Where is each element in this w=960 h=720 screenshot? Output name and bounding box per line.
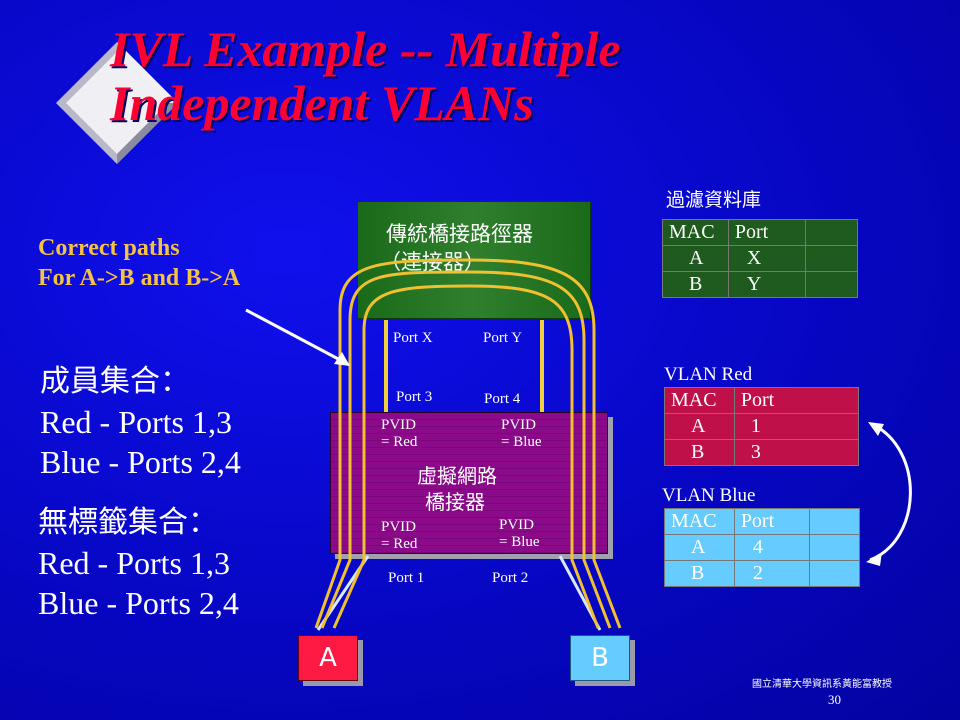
path-inner (332, 284, 600, 629)
title-line-2: Independent VLANs (110, 75, 534, 131)
filter-cell: Y (727, 271, 807, 298)
pvid-bottom-left-value: = Red (381, 536, 418, 552)
link-port-x-3 (384, 320, 388, 412)
table-row: A X (662, 245, 858, 272)
untagged-set-blue: Blue - Ports 2,4 (38, 585, 239, 621)
pvid-bottom-right-value: = Blue (499, 534, 540, 550)
slide-title: IVL Example -- Multiple Independent VLAN… (110, 22, 621, 130)
table-row: MAC Port (664, 387, 860, 414)
pvid-top-left-label: PVID (381, 417, 417, 433)
vlan-blue-header-port: Port (733, 508, 811, 535)
member-set-red: Red - Ports 1,3 (40, 404, 232, 440)
pvid-bottom-left-label: PVID (381, 519, 417, 535)
table-row: A 4 (664, 534, 860, 561)
filter-db-heading: 過濾資料庫 (666, 189, 762, 211)
vlan-red-header-mac: MAC (664, 387, 735, 414)
untagged-set-heading: 無標籤集合： (38, 505, 218, 540)
arrow-up-icon (868, 422, 884, 436)
page-number: 30 (828, 692, 841, 707)
table-row: MAC Port (662, 219, 858, 246)
correct-paths-line1: Correct paths (38, 235, 180, 261)
vlan-blue-heading: VLAN Blue (662, 485, 756, 506)
port-3-label: Port 3 (396, 389, 433, 405)
vlan-blue-table: MAC Port A 4 B 2 (664, 508, 860, 587)
pointer-arrow-icon (334, 352, 350, 366)
vlan-red-cell: 1 (733, 413, 860, 440)
correct-paths-label: Correct paths For A->B and B->A (38, 233, 240, 293)
table-row: A 1 (664, 413, 860, 440)
vlan-red-header-port: Port (733, 387, 860, 414)
pvid-bottom-right-label: PVID (499, 517, 535, 533)
link-port-y-4 (540, 320, 544, 412)
table-row: B Y (662, 271, 858, 298)
path-b-to-a (314, 258, 622, 629)
node-a: A (298, 635, 358, 681)
vlan-blue-cell: B (664, 560, 735, 587)
table-row: B 3 (664, 439, 860, 466)
vlan-blue-header-mac: MAC (664, 508, 735, 535)
member-set-blue: Blue - Ports 2,4 (40, 444, 241, 480)
vlan-red-heading: VLAN Red (664, 364, 753, 385)
port-y-label: Port Y (483, 330, 523, 346)
vlan-red-cell: A (664, 413, 735, 440)
filter-cell: X (727, 245, 807, 272)
virtual-bridge-line2: 橋接器 (425, 490, 485, 514)
path-a-to-b (320, 270, 612, 629)
legacy-bridge-line1: 傳統橋接路徑器 (386, 222, 533, 246)
filter-db-table: MAC Port A X B Y (662, 219, 858, 298)
pvid-top-right-value: = Blue (501, 434, 542, 450)
node-b: B (570, 635, 630, 681)
footer-institution: 國立清華大學資訊系黃能富教授 (752, 679, 892, 690)
correct-paths-line2: For A->B and B->A (38, 265, 241, 291)
pvid-top-right-label: PVID (501, 417, 537, 433)
filter-header-mac: MAC (662, 219, 729, 246)
virtual-bridge-line1: 虛擬網路 (417, 464, 497, 488)
member-set-heading: 成員集合： (40, 364, 190, 399)
vlan-red-cell: B (664, 439, 735, 466)
pvid-top-left-value: = Red (381, 434, 418, 450)
vlan-red-cell: 3 (733, 439, 860, 466)
filter-cell: B (662, 271, 729, 298)
node-a-label: A (319, 643, 337, 673)
arrow-down-icon (866, 552, 882, 566)
port-2-label: Port 2 (492, 570, 529, 586)
untagged-set: 無標籤集合： Red - Ports 1,3 Blue - Ports 2,4 (38, 503, 239, 623)
virtual-bridge-box: PVID = Red PVID = Blue 虛擬網路 橋接器 PVID = R… (330, 412, 608, 554)
port-1-label: Port 1 (388, 570, 425, 586)
diamond-logo-icon (56, 42, 178, 164)
vlan-blue-cell: 2 (733, 560, 811, 587)
untagged-set-red: Red - Ports 1,3 (38, 545, 230, 581)
vlan-blue-cell: A (664, 534, 735, 561)
vlan-blue-cell: 4 (733, 534, 811, 561)
node-b-label: B (591, 643, 609, 673)
port-x-label: Port X (393, 330, 433, 346)
port-4-label: Port 4 (484, 391, 521, 407)
vlan-red-table: MAC Port A 1 B 3 (664, 387, 860, 466)
table-row: B 2 (664, 560, 860, 587)
filter-header-port: Port (727, 219, 807, 246)
title-line-1: IVL Example -- Multiple (110, 21, 621, 77)
table-row: MAC Port (664, 508, 860, 535)
member-set: 成員集合： Red - Ports 1,3 Blue - Ports 2,4 (40, 362, 241, 482)
filter-cell: A (662, 245, 729, 272)
